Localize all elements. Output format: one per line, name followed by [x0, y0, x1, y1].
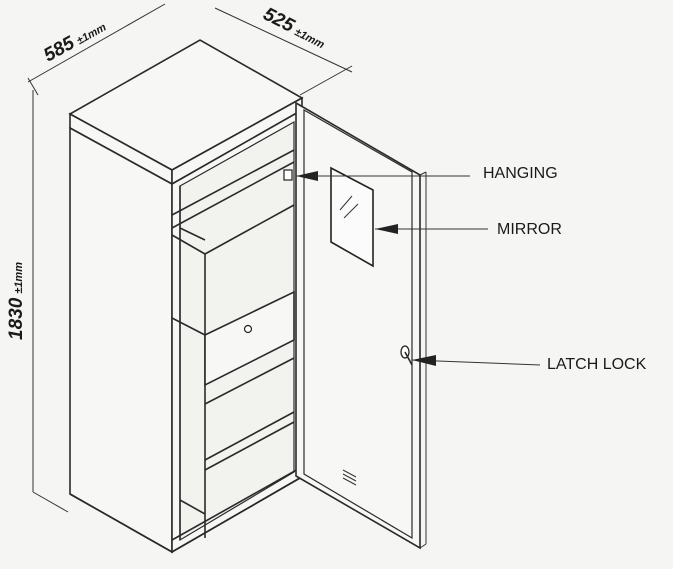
latch-lock-icon	[400, 345, 413, 366]
height-dimension: 1830 ±1mm	[6, 90, 69, 513]
svg-text:585±1mm: 585±1mm	[40, 15, 109, 66]
width-value: 585	[40, 32, 78, 66]
open-door	[295, 101, 427, 550]
width-tolerance: ±1mm	[75, 21, 109, 47]
mirror	[330, 166, 374, 268]
svg-text:1830±1mm: 1830 ±1mm	[6, 262, 27, 340]
hanging-rail	[283, 169, 293, 181]
height-value: 1830	[6, 297, 27, 340]
mirror-label: MIRROR	[497, 221, 562, 238]
height-tolerance: ±1mm	[13, 262, 25, 294]
latch-lock-label: LATCH LOCK	[547, 356, 647, 373]
vent-icon	[342, 469, 357, 486]
callout-arrows	[296, 171, 541, 366]
hanging-label: HANGING	[483, 165, 558, 182]
depth-tolerance: ±1mm	[292, 26, 326, 51]
cabinet-body	[68, 39, 304, 554]
